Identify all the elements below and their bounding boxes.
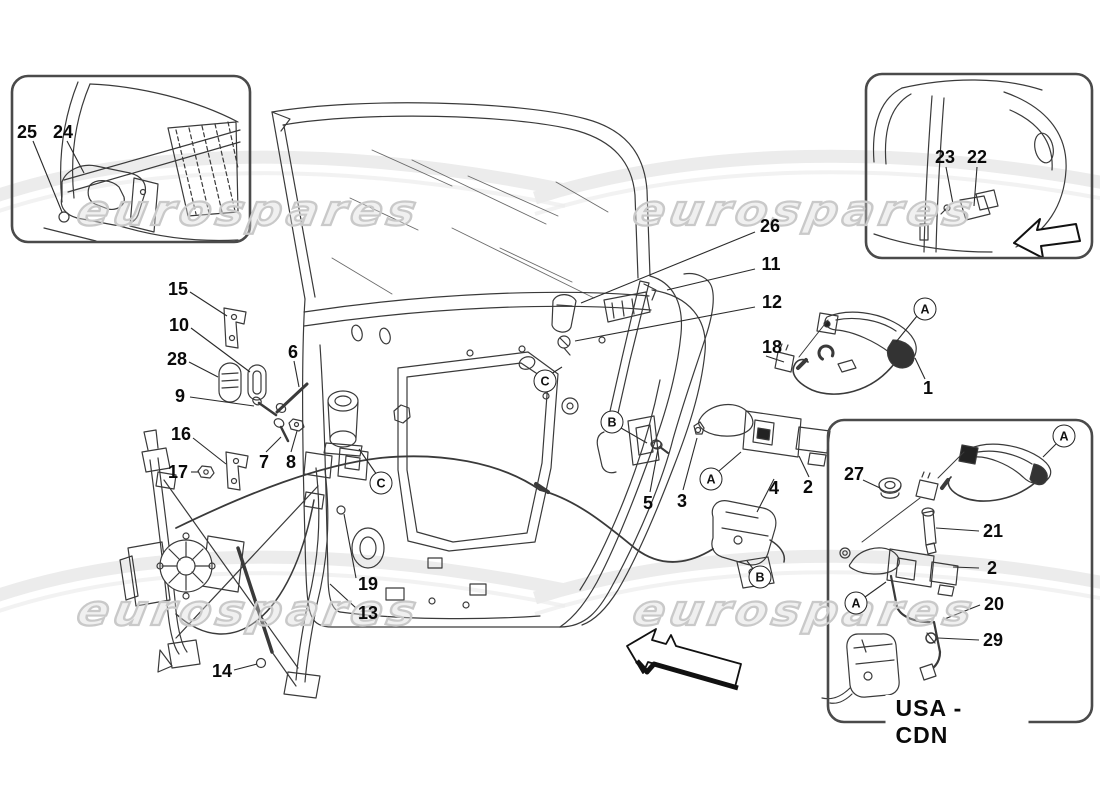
view-marker-B: B [748, 565, 772, 589]
region-variant-label: USA - CDN [885, 695, 1029, 749]
inset-box-interior-trim [10, 74, 252, 244]
part-label-2: 2 [802, 477, 814, 497]
interior-handle-art [650, 403, 831, 467]
part-label-9: 9 [174, 386, 186, 406]
inset-interior-trim-art [43, 81, 241, 242]
part-label-26: 26 [759, 216, 781, 236]
door-lock-art [711, 500, 786, 589]
part-label-24: 24 [52, 122, 74, 142]
part-label-16: 16 [170, 424, 192, 444]
part-label-12: 12 [761, 292, 783, 312]
part-label-5: 5 [642, 493, 654, 513]
leader-lines [32, 140, 1057, 671]
view-marker-A: A [699, 467, 723, 491]
view-marker-A: A [1052, 424, 1076, 448]
window-regulator-art [119, 429, 714, 699]
exterior-handle-art [774, 311, 917, 395]
fastener-parts-art [197, 307, 309, 491]
part-label-20: 20 [983, 594, 1005, 614]
part-label-17: 17 [167, 462, 189, 482]
part-label-11: 11 [761, 254, 781, 274]
door-art [271, 102, 714, 628]
part-label-7: 7 [258, 452, 270, 472]
inset-box-body-side [864, 72, 1094, 260]
part-label-3: 3 [676, 491, 688, 511]
part-label-19: 19 [357, 574, 379, 594]
part-label-2-inset: 2 [986, 558, 998, 578]
part-label-18: 18 [761, 337, 783, 357]
view-marker-A: A [844, 591, 868, 615]
part-label-1: 1 [922, 378, 934, 398]
part-label-23: 23 [934, 147, 956, 167]
direction-arrow-inset [1013, 218, 1081, 259]
part-label-13: 13 [357, 603, 379, 623]
part-label-4: 4 [768, 478, 780, 498]
part-label-25: 25 [16, 122, 38, 142]
part-label-10: 10 [168, 315, 190, 335]
view-marker-C: C [533, 369, 557, 393]
direction-arrow [626, 628, 742, 691]
part-label-15: 15 [167, 279, 189, 299]
part-label-6: 6 [287, 342, 299, 362]
part-label-8: 8 [285, 452, 297, 472]
part-label-27: 27 [843, 464, 865, 484]
inset-body-side-art [872, 79, 1081, 259]
part-label-28: 28 [166, 349, 188, 369]
view-marker-B: B [600, 410, 624, 434]
view-marker-C: C [369, 471, 393, 495]
part-label-29: 29 [982, 630, 1004, 650]
view-marker-A: A [913, 297, 937, 321]
part-label-14: 14 [211, 661, 233, 681]
part-label-21: 21 [982, 521, 1004, 541]
part-label-22: 22 [966, 147, 988, 167]
